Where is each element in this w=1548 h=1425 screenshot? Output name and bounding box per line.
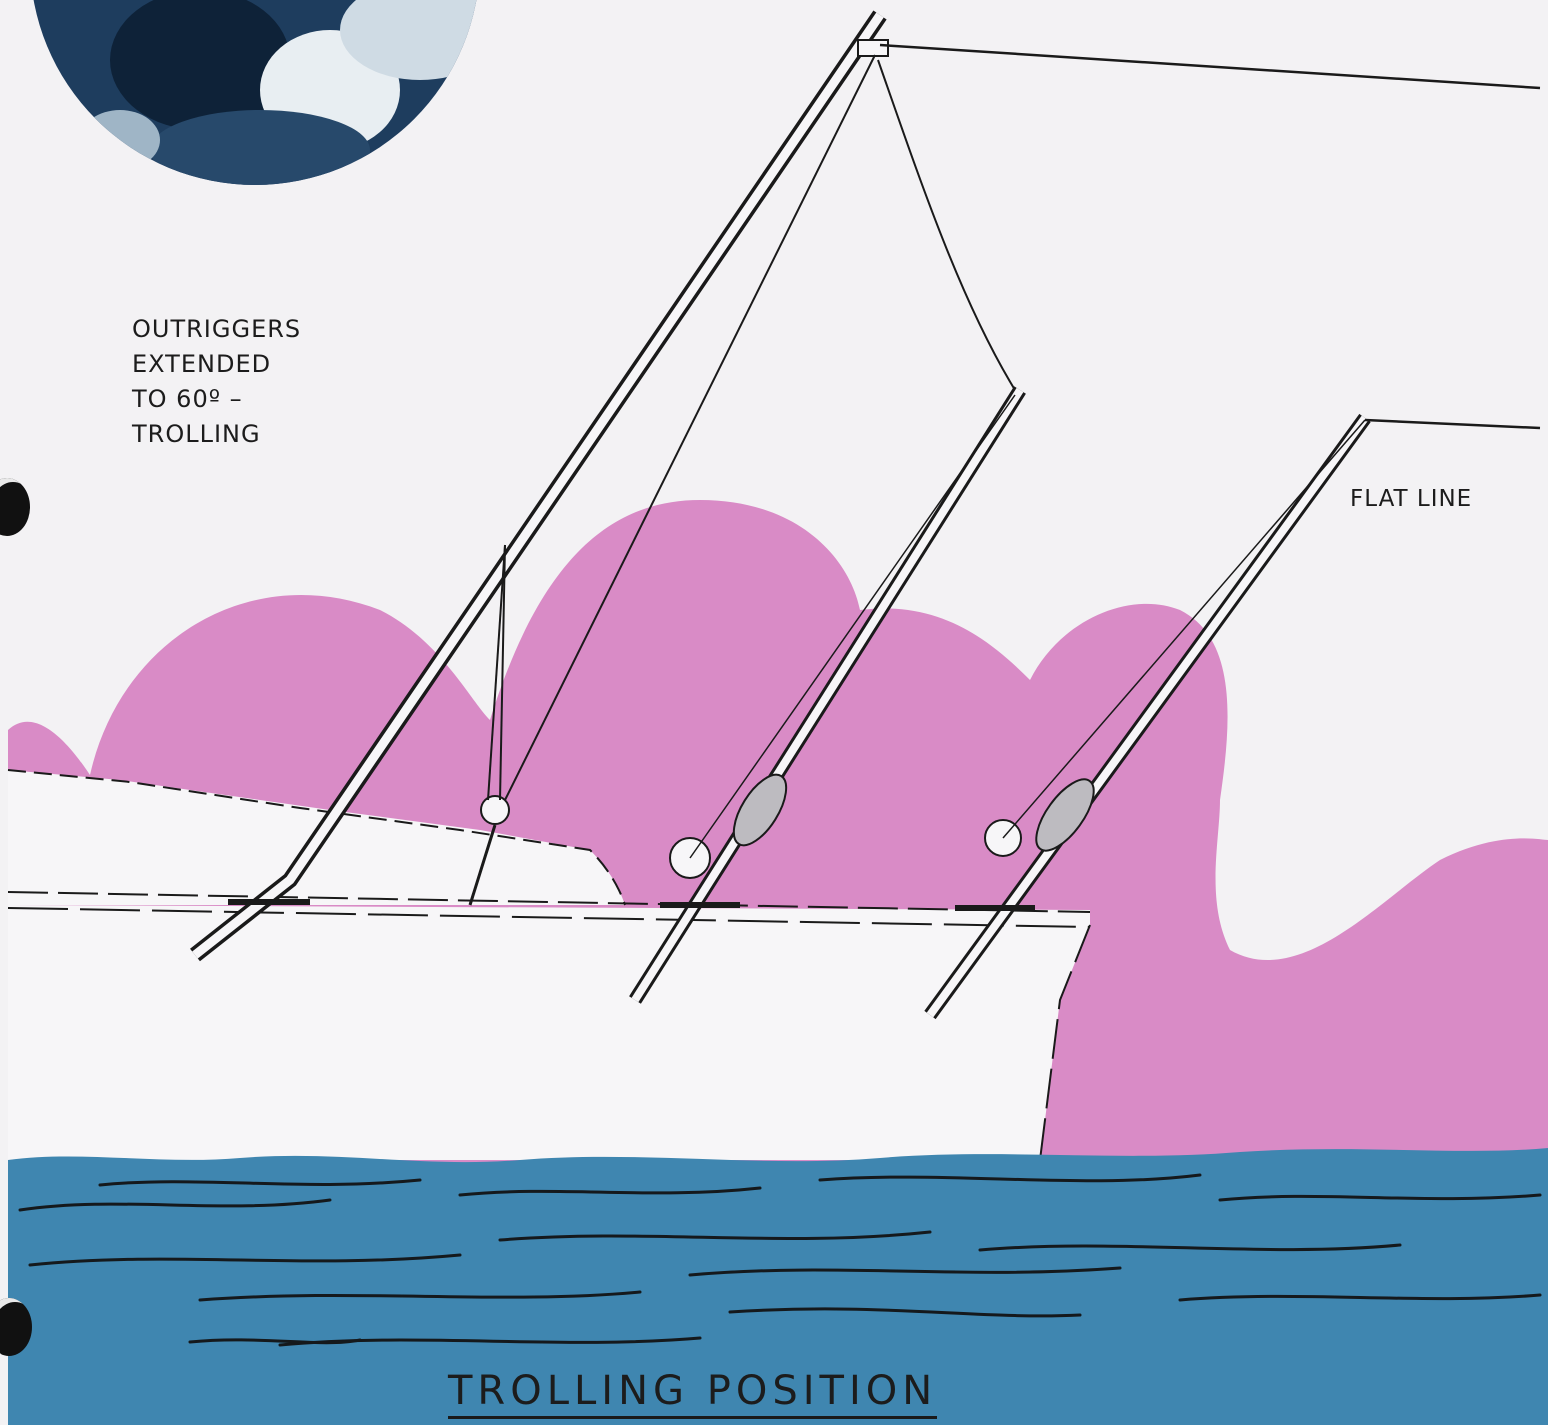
flat-line-label: FLAT LINE xyxy=(1350,486,1473,512)
diagram-title: TROLLING POSITION xyxy=(448,1368,938,1419)
outrigger-note-line-2: EXTENDED xyxy=(132,350,272,378)
outrigger-note-line-3: TO 60º – xyxy=(132,385,243,413)
outrigger-note-line-4: TROLLING xyxy=(132,420,261,448)
hull-side xyxy=(8,905,1090,1160)
outrigger-lines xyxy=(504,43,1541,801)
outrigger-pole xyxy=(190,10,889,962)
moon-photo xyxy=(30,0,480,185)
wave-strokes xyxy=(18,1173,1542,1347)
outrigger-note-line-1: OUTRIGGERS xyxy=(132,315,302,343)
fishing-rod-2 xyxy=(924,413,1541,1020)
sea xyxy=(8,1148,1548,1425)
fishing-rod-1 xyxy=(629,386,1026,1004)
outrigger-note: OUTRIGGERS EXTENDED TO 60º – TROLLING xyxy=(132,312,301,452)
